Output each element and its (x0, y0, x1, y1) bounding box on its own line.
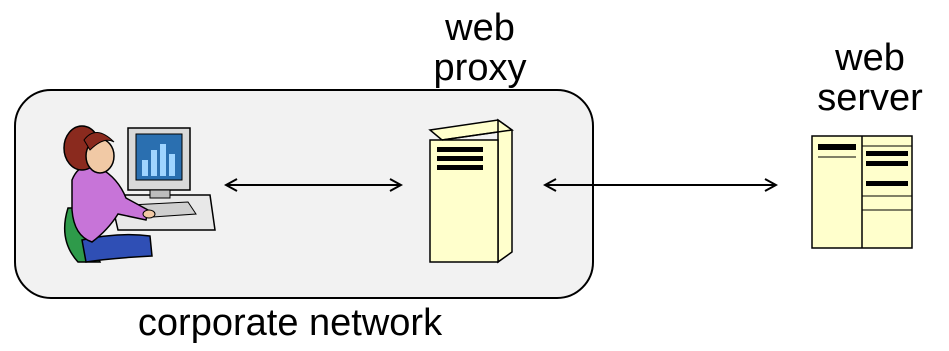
proxy-server-tower-icon (428, 118, 514, 264)
web-proxy-label: web proxy (405, 8, 555, 88)
web-proxy-label-line2: proxy (433, 47, 527, 89)
web-server-label: web server (795, 38, 945, 118)
web-server-label-line1: web (835, 37, 905, 79)
user-at-computer-icon (63, 125, 216, 263)
web-server-label-line2: server (817, 77, 923, 119)
corporate-network-label: corporate network (137, 302, 443, 344)
web-server-cabinet-icon (811, 135, 913, 249)
web-proxy-label-line1: web (445, 7, 515, 49)
